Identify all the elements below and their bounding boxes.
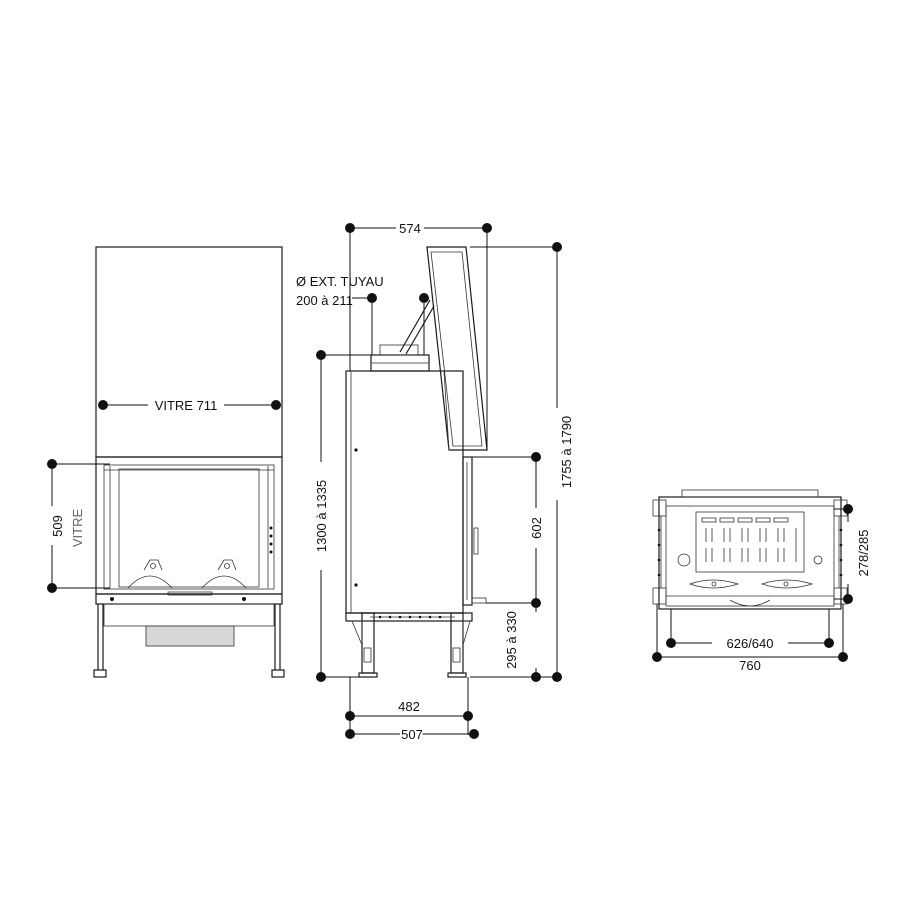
- dim-top-width-outer-value: 760: [739, 658, 761, 673]
- front-door-frame: [103, 464, 275, 590]
- front-foot-left: [93, 669, 107, 678]
- side-view: 574 Ø EXT. TUYAU 200 à 211 1300 à 1335: [296, 221, 574, 744]
- front-hood-panel: [95, 246, 283, 458]
- dim-top-depth: 278/285: [834, 504, 871, 604]
- dim-height-total-value: 1755 à 1790: [559, 416, 574, 488]
- dim-leg-height-value: 295 à 330: [504, 611, 519, 669]
- front-handle: [167, 591, 213, 596]
- dim-door-height-value: 602: [529, 517, 544, 539]
- dim-glass-height-label: VITRE: [70, 509, 85, 548]
- top-logs: [688, 579, 814, 589]
- side-foot-front: [447, 672, 467, 678]
- front-foot-right: [271, 669, 285, 678]
- front-ash-drawer: [145, 625, 235, 647]
- dim-top-width-outer: 760: [652, 604, 848, 673]
- dim-top-width-inner-value: 626/640: [727, 636, 774, 651]
- dim-leg-height: 295 à 330: [504, 603, 541, 682]
- dim-depth-top: 574: [345, 221, 492, 450]
- dim-depth-top-value: 574: [399, 221, 421, 236]
- side-base-holes: [378, 615, 442, 619]
- dim-glass-height-value: 509: [50, 515, 65, 537]
- top-side-holes: [657, 528, 843, 577]
- dim-door-height: 602: [472, 452, 544, 608]
- dim-glass-width: VITRE 711: [98, 398, 281, 413]
- dim-top-width-inner: 626/640: [666, 609, 834, 651]
- front-logs: [127, 559, 247, 589]
- flue-label-line1: Ø EXT. TUYAU: [296, 274, 384, 289]
- side-door: [462, 456, 473, 606]
- front-glass: [118, 468, 260, 588]
- dim-foot-inner: 482: [345, 677, 473, 735]
- side-body: [345, 370, 464, 614]
- dim-foot-outer-value: 507: [401, 727, 423, 742]
- front-base-rail: [95, 593, 283, 605]
- dim-glass-width-label: VITRE 711: [155, 398, 218, 413]
- dim-glass-height: 509 VITRE: [47, 459, 110, 593]
- side-base: [345, 612, 473, 622]
- top-inner-frame: [665, 505, 835, 607]
- top-grate: [695, 511, 805, 573]
- dim-top-depth-value: 278/285: [856, 530, 871, 577]
- dim-height-body: 1300 à 1335: [314, 350, 371, 682]
- side-foot-rear: [358, 672, 378, 678]
- front-firebox-frame: [95, 456, 283, 595]
- side-door-handle: [473, 527, 479, 555]
- dim-foot-outer: 507: [345, 725, 479, 744]
- top-air-control: [677, 553, 691, 567]
- front-base-box: [103, 603, 275, 627]
- top-handle: [729, 599, 771, 607]
- flue-label-line2: 200 à 211: [296, 293, 353, 308]
- side-leg-rear: [361, 612, 375, 674]
- dim-foot-inner-value: 482: [398, 699, 420, 714]
- top-view: 278/285 626/640 760: [652, 489, 871, 673]
- side-hood: [426, 246, 488, 451]
- side-leg-front: [450, 612, 464, 674]
- dim-height-total: 1755 à 1790: [470, 242, 574, 682]
- top-back-rail: [681, 489, 819, 498]
- front-view: VITRE 711 509 VITRE: [47, 246, 285, 678]
- dim-flue-diameter: Ø EXT. TUYAU 200 à 211: [296, 274, 429, 355]
- front-control-buttons: [269, 526, 273, 554]
- dim-height-body-value: 1300 à 1335: [314, 480, 329, 552]
- top-outer-frame: [658, 496, 842, 610]
